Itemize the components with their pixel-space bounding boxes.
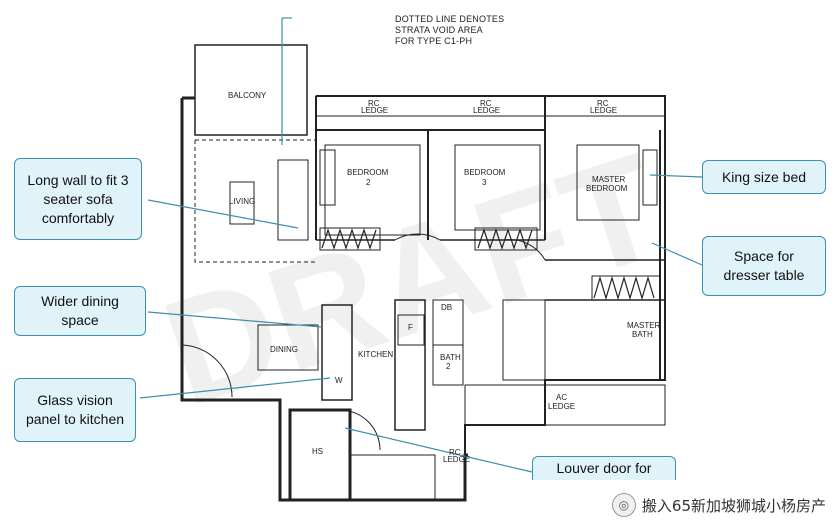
ac-ledge-label-1: AC: [556, 393, 567, 402]
dining-label: DINING: [270, 345, 298, 354]
strata-void-note-line-1: DOTTED LINE DENOTES: [395, 14, 505, 24]
bedroom3-label-2: 3: [482, 178, 487, 187]
master-bath-label-1: MASTER: [627, 321, 661, 330]
balcony-outline: [194, 44, 308, 136]
bedroom3-label-1: BEDROOM: [464, 168, 506, 177]
bedroom2-label-2: 2: [366, 178, 371, 187]
kitchen-label: KITCHEN: [358, 350, 393, 359]
ac-ledge-label-2: LEDGE: [548, 402, 575, 411]
strata-void-note: DOTTED LINE DENOTES STRATA VOID AREA FOR…: [395, 14, 504, 47]
balcony-label: BALCONY: [228, 91, 267, 100]
callout-king-bed: King size bed: [702, 160, 826, 194]
footer-watermark: ◎ 搬入65新加坡狮城小杨房产: [611, 493, 826, 517]
bath2-label-1: BATH: [440, 353, 461, 362]
rc-ledge-1-label-1: RC: [368, 99, 380, 108]
hs-label: HS: [312, 447, 323, 456]
master-bath-label-2: BATH: [632, 330, 653, 339]
master-bedroom-label-1: MASTER: [592, 175, 626, 184]
bath2-label-2: 2: [446, 362, 451, 371]
rc-ledge-1-label-2: LEDGE: [361, 106, 388, 115]
w-label: W: [335, 376, 343, 385]
rc-ledge-2-label-1: RC: [480, 99, 492, 108]
rc-ledge-3-label-1: RC: [597, 99, 609, 108]
f-label: F: [408, 323, 413, 332]
callout-long-wall: Long wall to fit 3 seater sofa comfortab…: [14, 158, 142, 240]
footer-watermark-text: 搬入65新加坡狮城小杨房产: [641, 496, 826, 515]
rc-ledge-3-label-2: LEDGE: [590, 106, 617, 115]
callout-wider-dining: Wider dining space: [14, 286, 146, 336]
master-bedroom-label-2: BEDROOM: [586, 184, 628, 193]
rc-ledge-4-label-1: RC: [449, 448, 461, 457]
callout-dresser: Space for dresser table: [702, 236, 826, 296]
living-label: LIVING: [229, 197, 255, 206]
strata-void-note-line-3: FOR TYPE C1-PH: [395, 36, 473, 46]
callout-louver: Louver door for: [532, 456, 676, 480]
callout-glass-panel: Glass vision panel to kitchen: [14, 378, 136, 442]
wechat-icon: ◎: [611, 493, 636, 517]
bedroom2-label-1: BEDROOM: [347, 168, 389, 177]
rc-ledge-4-label-2: LEDGE: [443, 455, 470, 464]
rc-ledge-2-label-2: LEDGE: [473, 106, 500, 115]
db-label: DB: [441, 303, 452, 312]
strata-void-note-line-2: STRATA VOID AREA: [395, 25, 483, 35]
